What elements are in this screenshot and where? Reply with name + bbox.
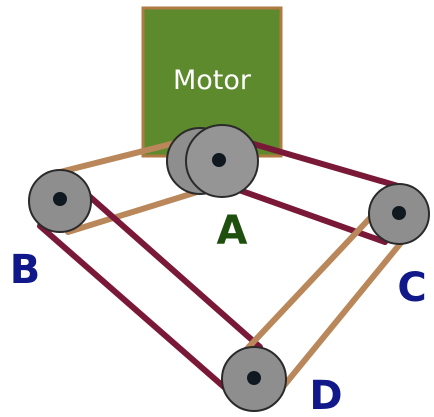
label-d: D bbox=[309, 373, 342, 417]
label-a: A bbox=[217, 208, 248, 254]
pulley-c bbox=[368, 183, 430, 245]
motor-label: Motor bbox=[173, 65, 252, 96]
belt-c-d-left bbox=[241, 215, 373, 355]
label-c: C bbox=[397, 265, 426, 311]
belt-a-c-upper bbox=[237, 137, 401, 189]
belt-c-d-right bbox=[279, 219, 421, 391]
pulley-b-hub bbox=[53, 192, 67, 206]
label-b: B bbox=[10, 247, 41, 293]
pulley-c-hub bbox=[392, 206, 406, 220]
belt-b-d-left bbox=[37, 223, 235, 397]
pulley-a-hub bbox=[212, 153, 226, 167]
pulley-d bbox=[221, 346, 287, 412]
belt-a-c-lower bbox=[222, 182, 388, 245]
pulley-b bbox=[28, 169, 92, 233]
belt-b-d-right bbox=[77, 185, 263, 350]
pulley-a bbox=[166, 124, 259, 198]
belt-a-b-lower bbox=[65, 185, 213, 235]
pulley-d-hub bbox=[247, 371, 261, 385]
